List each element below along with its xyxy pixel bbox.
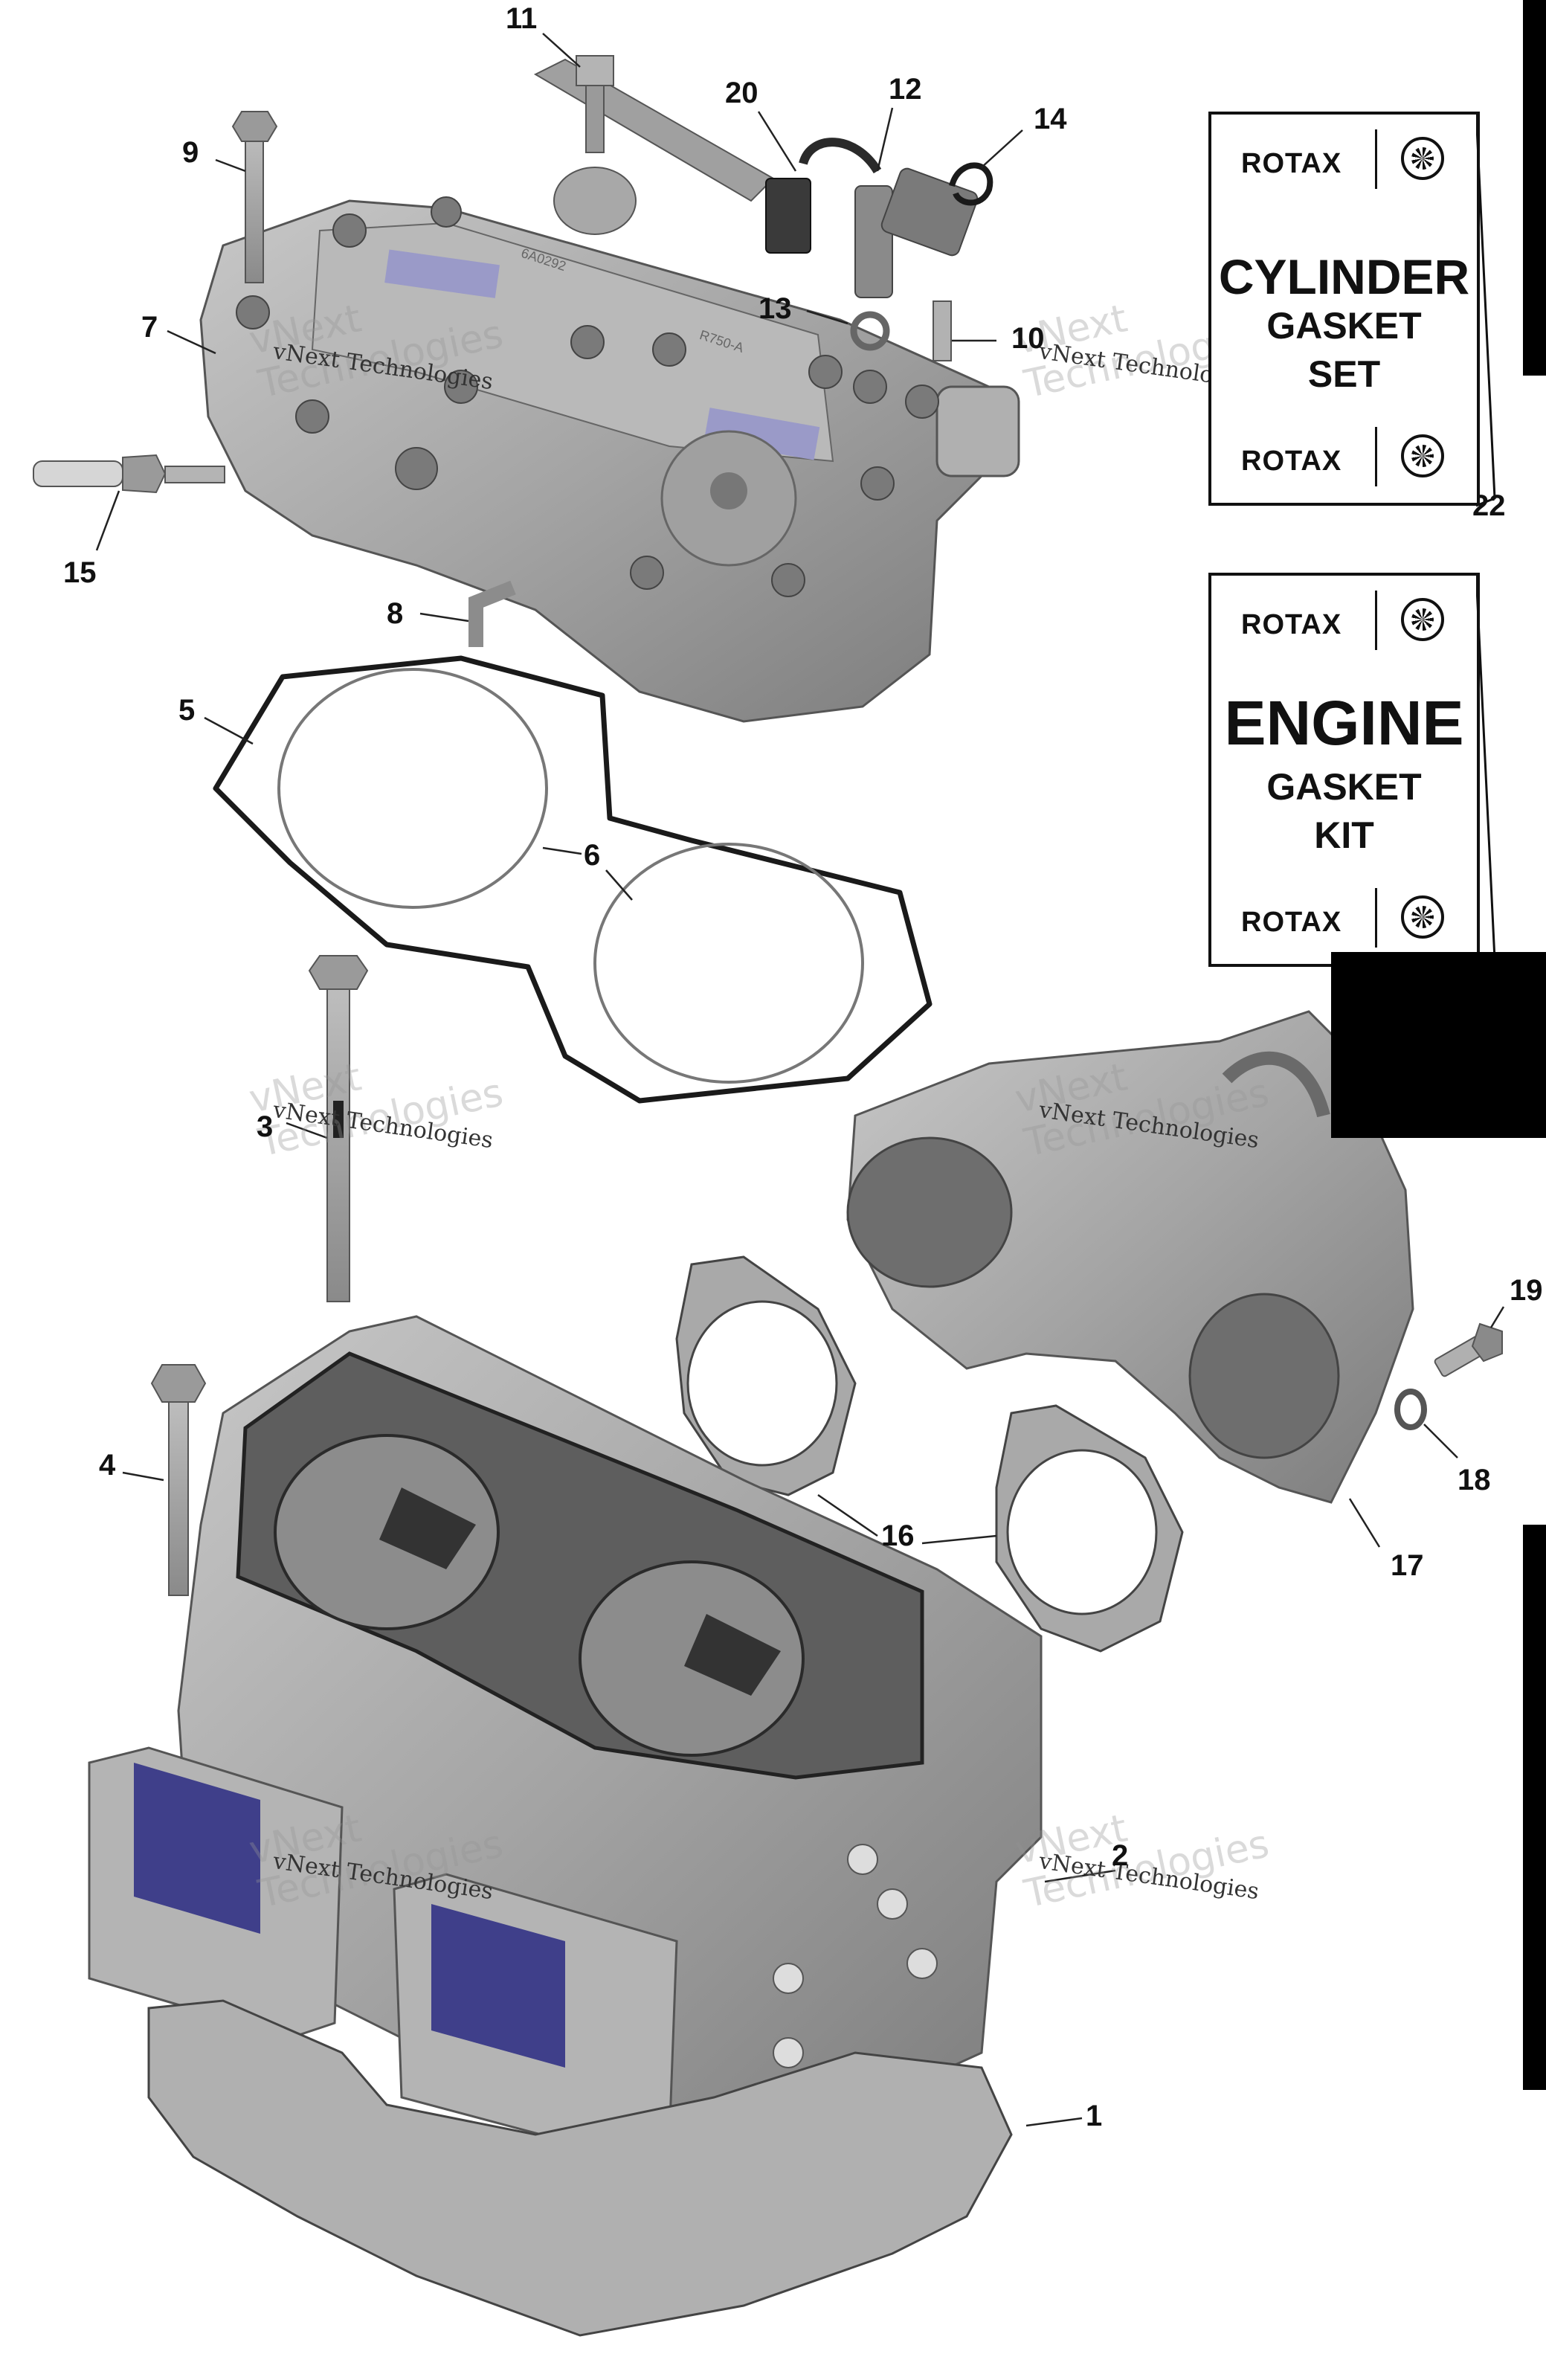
stud-bolt: [150, 1364, 207, 1596]
redaction-bar: [1331, 952, 1546, 1138]
callout-8: 8: [387, 597, 404, 630]
kit-title-line1: ENGINE: [1224, 688, 1464, 758]
brand-divider: [1375, 888, 1377, 948]
rotax-brand-bottom: ROTAX: [1241, 907, 1342, 938]
brand-divider: [1375, 427, 1377, 486]
callout-18: 18: [1458, 1464, 1491, 1496]
reed-valve-housing: [88, 1746, 678, 2158]
manifold-washer: [1394, 1389, 1427, 1430]
callout-11: 11: [506, 2, 538, 35]
callout-5: 5: [178, 694, 196, 727]
engine-gasket-kit-card: ROTAX ENGINE GASKET KIT ROTAX: [1208, 573, 1480, 967]
callout-15: 15: [63, 556, 97, 589]
kit-title-line3: KIT: [1314, 814, 1374, 856]
bracket: [533, 55, 775, 235]
callout-20: 20: [725, 77, 758, 109]
rotax-brand-bottom: ROTAX: [1241, 446, 1342, 477]
cylinder-head: [199, 196, 1020, 723]
rotax-brand-top: ROTAX: [1241, 148, 1342, 179]
manifold-bolt: [1434, 1322, 1503, 1377]
card-fold-edge: [1476, 112, 1496, 507]
redaction-bar: [1523, 0, 1546, 376]
callout-19: 19: [1510, 1274, 1543, 1307]
o-ring: [593, 843, 864, 1084]
base-gasket: [147, 1999, 1013, 2337]
brp-logo-icon: [1401, 895, 1444, 939]
callout-17: 17: [1391, 1549, 1424, 1582]
cylinder-gasket-set-card: ROTAX CYLINDER GASKET SET ROTAX: [1208, 112, 1480, 506]
callout-16: 16: [881, 1519, 915, 1552]
brp-logo-icon: [1401, 434, 1444, 477]
callout-13: 13: [758, 292, 792, 325]
callout-12: 12: [889, 73, 922, 106]
card-fold-edge: [1476, 573, 1496, 968]
redaction-bar: [1523, 1525, 1546, 2090]
kit-title-line1: CYLINDER: [1218, 249, 1470, 304]
cylinder-bolt: [308, 955, 369, 1302]
brand-divider: [1375, 129, 1377, 189]
head-bolt: [231, 111, 278, 283]
fitting: [933, 300, 952, 361]
spark-plug: [33, 454, 225, 494]
callout-3: 3: [257, 1110, 274, 1143]
callout-10: 10: [1011, 322, 1045, 355]
exhaust-gasket: [675, 1255, 1184, 1653]
exhaust-manifold: [846, 1010, 1414, 1504]
kit-title-line2: GASKET: [1266, 766, 1422, 808]
kit-title-line3: SET: [1307, 353, 1381, 395]
callout-9: 9: [182, 136, 199, 169]
rotax-brand-top: ROTAX: [1241, 609, 1342, 640]
callout-14: 14: [1034, 103, 1067, 135]
sensor-20: [765, 138, 882, 254]
kit-title-line2: GASKET: [1266, 305, 1422, 347]
callout-1: 1: [1086, 2100, 1103, 2132]
callout-6: 6: [584, 839, 601, 872]
callout-2: 2: [1112, 1839, 1129, 1872]
washer: [850, 311, 890, 351]
callout-7: 7: [141, 311, 158, 344]
fitting-8: [468, 580, 516, 647]
o-ring: [277, 668, 548, 909]
callout-4: 4: [99, 1449, 116, 1482]
brp-logo-icon: [1401, 137, 1444, 180]
brp-logo-icon: [1401, 598, 1444, 641]
leader-lines: [95, 33, 1505, 2127]
sensor-12: [854, 167, 979, 298]
brand-divider: [1375, 591, 1377, 650]
clip-14: [949, 162, 993, 206]
head-gasket: [213, 655, 933, 1104]
cylinder-block: [177, 1315, 1043, 2143]
